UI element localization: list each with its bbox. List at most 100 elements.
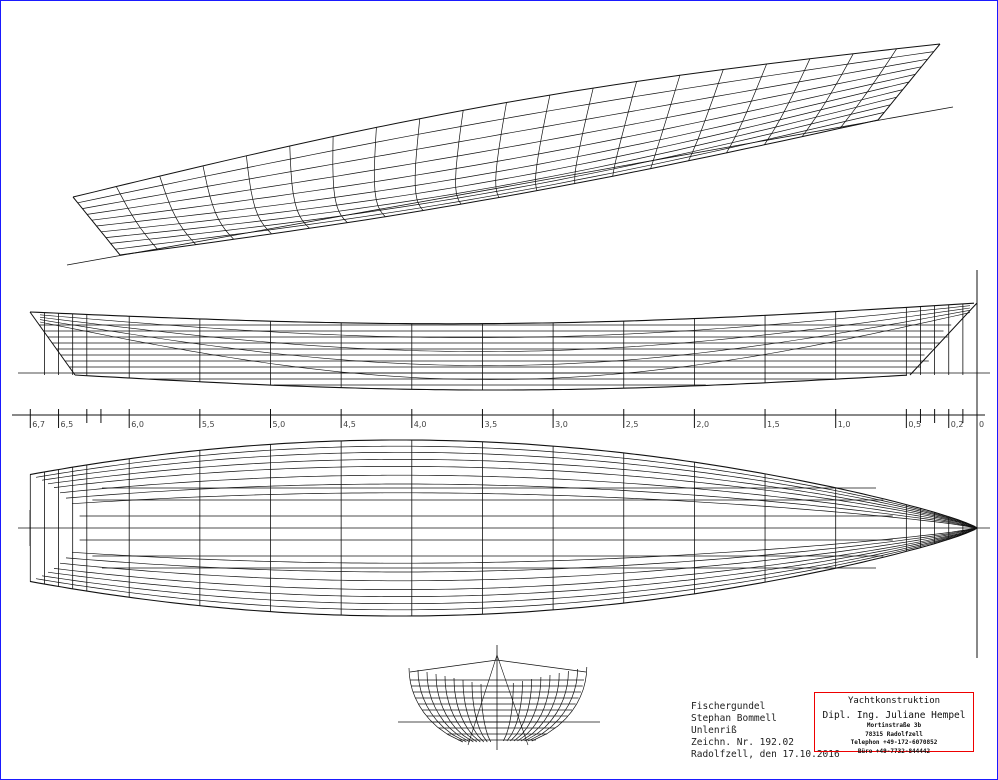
body-station-fwd	[531, 666, 588, 742]
perspective-section	[414, 118, 424, 211]
half-breadth-line	[53, 527, 978, 590]
keel-line	[74, 374, 908, 391]
half-breadth-line	[41, 527, 978, 605]
half-breadth-line	[71, 527, 978, 564]
perspective-section	[764, 58, 811, 145]
body-diagonal	[467, 654, 498, 746]
perspective-longitudinal	[72, 43, 941, 198]
scale-label: 3,5	[484, 420, 497, 429]
perspective-section	[535, 95, 551, 191]
title-block: Fischergundel Stephan Bommell Unlenriß Z…	[691, 701, 840, 761]
perspective-section	[877, 43, 941, 121]
scale-label: 5,5	[202, 420, 215, 429]
perspective-section	[726, 63, 767, 154]
perspective-section	[688, 69, 724, 161]
half-breadth-line	[59, 527, 978, 582]
stem-line	[909, 302, 978, 376]
body-station-fwd	[528, 668, 578, 742]
scale-label: 2,5	[626, 420, 639, 429]
scale-label: 5,0	[273, 420, 286, 429]
body-station-aft	[480, 683, 492, 743]
scale-label: 3,0	[555, 420, 568, 429]
scale-label: 6,7	[32, 420, 45, 429]
perspective-section	[373, 127, 386, 217]
designer-stamp: Yachtkonstruktion Dipl. Ing. Juliane Hem…	[814, 692, 974, 754]
title-line: Fischergundel	[691, 701, 766, 712]
perspective-section	[72, 196, 121, 256]
scale-label: 2,0	[696, 420, 709, 429]
stamp-name: Dipl. Ing. Juliane Hempel	[822, 710, 966, 721]
sheer-line	[29, 302, 975, 325]
body-station-aft	[462, 679, 485, 743]
half-breadth-line	[71, 492, 978, 529]
scale-label: 1,0	[838, 420, 851, 429]
stamp-phone: Telephon +49-172-6070852	[850, 739, 938, 746]
half-breadth-line	[29, 527, 978, 617]
body-station-fwd	[506, 680, 523, 742]
buttock-line	[39, 310, 971, 366]
body-diagonal	[496, 654, 529, 746]
perspective-section	[332, 136, 348, 223]
stamp-company: Yachtkonstruktion	[847, 696, 941, 706]
perspective-section	[246, 155, 272, 235]
perspective-longitudinal	[115, 112, 885, 250]
scale-label: 4,5	[343, 420, 356, 429]
transom-line	[29, 311, 76, 376]
profile-view	[18, 302, 990, 391]
body-sheer	[409, 659, 587, 673]
half-breadth-line	[59, 474, 978, 529]
body-station-fwd	[502, 683, 514, 742]
scale-label: 1,5	[767, 420, 780, 429]
scale-label: 6,0	[131, 420, 144, 429]
half-breadth-line	[41, 451, 978, 529]
buttock-line	[39, 307, 971, 352]
scale-label: 0,2	[951, 420, 964, 429]
half-breadth-line	[29, 439, 978, 529]
buttock-line	[39, 305, 971, 338]
perspective-baseline	[66, 106, 954, 266]
title-line: Unlenriß	[691, 725, 737, 736]
half-breadth-line	[65, 483, 978, 529]
body-station-aft	[444, 675, 478, 743]
stamp-address2: 78315 Radolfzell	[865, 730, 923, 738]
body-station-fwd	[520, 672, 560, 742]
perspective-section	[650, 75, 681, 169]
perspective-section	[455, 110, 464, 205]
perspective-section	[801, 53, 854, 137]
perspective-section	[289, 145, 310, 229]
perspective-section	[839, 48, 897, 129]
perspective-section	[159, 175, 197, 245]
scale-label: 0,5	[908, 420, 921, 429]
body-station-fwd	[513, 676, 542, 742]
title-line: Zeichn. Nr. 192.02	[691, 737, 794, 748]
perspective-section	[612, 81, 637, 177]
buttock-line	[39, 312, 971, 380]
scale-label: 6,5	[61, 420, 74, 429]
perspective-view	[66, 43, 954, 266]
perspective-longitudinal	[87, 66, 922, 215]
body-plan-view	[398, 645, 600, 750]
body-station-aft	[471, 681, 488, 743]
plan-view	[18, 439, 990, 617]
title-line: Radolfzell, den 17.10.2016	[691, 749, 840, 760]
half-breadth-line	[53, 466, 978, 529]
body-station-fwd	[524, 670, 569, 742]
perspective-section	[495, 102, 507, 198]
stamp-address1: Mortinstraße 3b	[866, 722, 922, 729]
stamp-office: Büro +49-7732-844442	[857, 747, 931, 755]
body-station-aft	[435, 673, 474, 743]
scale-label: 0	[979, 420, 984, 429]
scale-label: 4,0	[414, 420, 427, 429]
body-station-aft	[426, 671, 471, 743]
half-breadth-line	[47, 459, 978, 529]
perspective-longitudinal	[105, 96, 897, 238]
perspective-section	[574, 88, 594, 184]
perspective-section	[115, 186, 159, 251]
body-station-aft	[417, 669, 467, 743]
perspective-section	[202, 165, 234, 240]
title-line: Stephan Bommell	[691, 713, 777, 724]
half-breadth-line	[47, 527, 978, 597]
station-scale: 6,7 6,5 6,0 5,5 5,0 4,5 4,0 3,5 3,0 2,5 2,0 1,5 1,0 0…	[12, 270, 985, 658]
